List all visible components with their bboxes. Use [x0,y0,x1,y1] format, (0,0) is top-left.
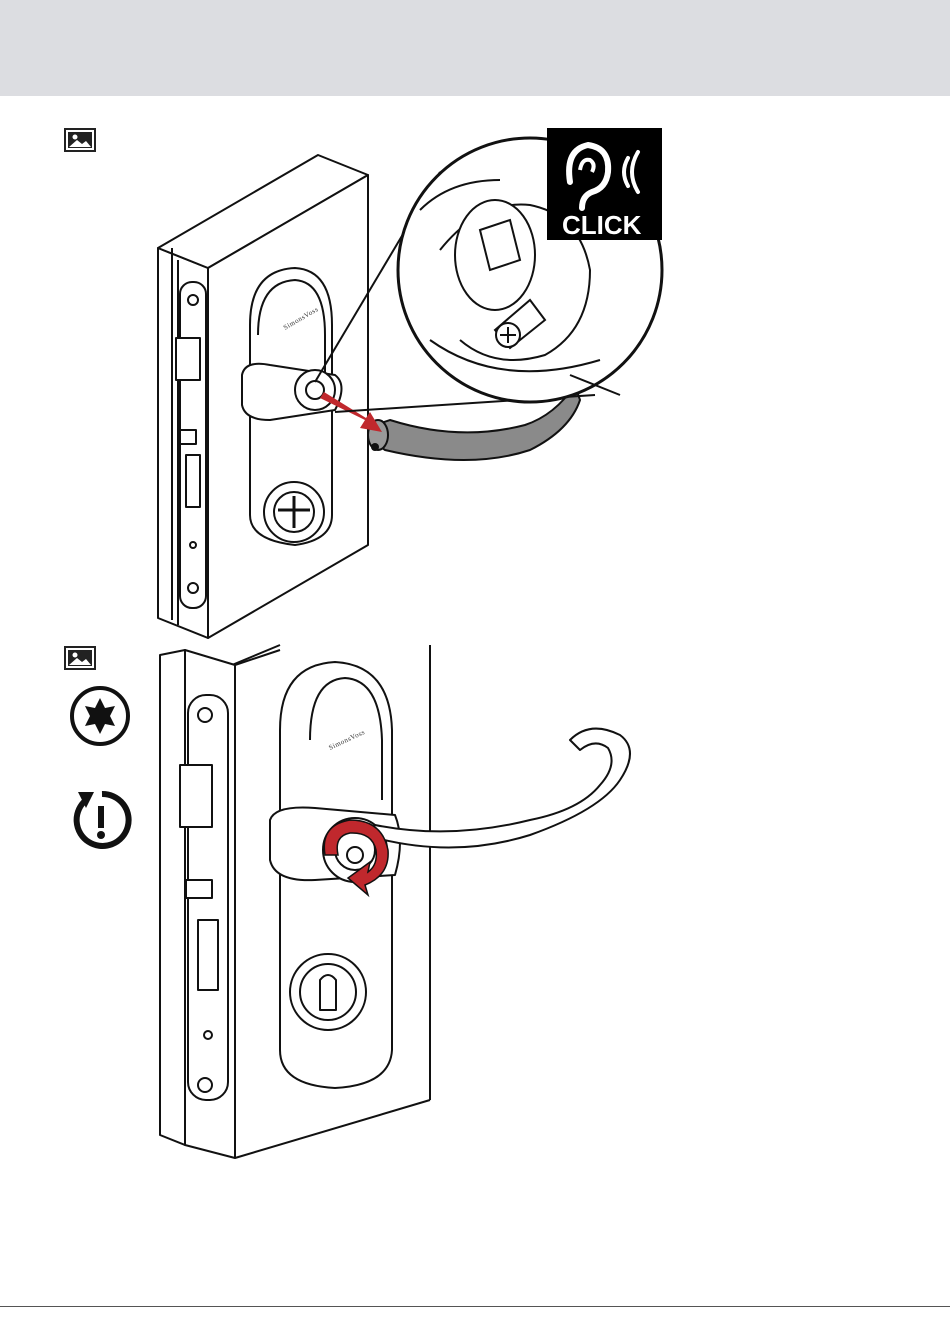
rotate-caution-icon [68,786,134,852]
header-band [0,0,950,96]
step1-illustration: SimonsVoss CLICK [150,120,670,645]
step2-image-icon [64,646,96,670]
click-label: CLICK [562,210,642,240]
torx-star-icon [68,684,132,748]
step1-image-icon [64,128,96,152]
step2-illustration: SimonsVoss [150,640,650,1165]
footer-rule [0,1306,950,1307]
